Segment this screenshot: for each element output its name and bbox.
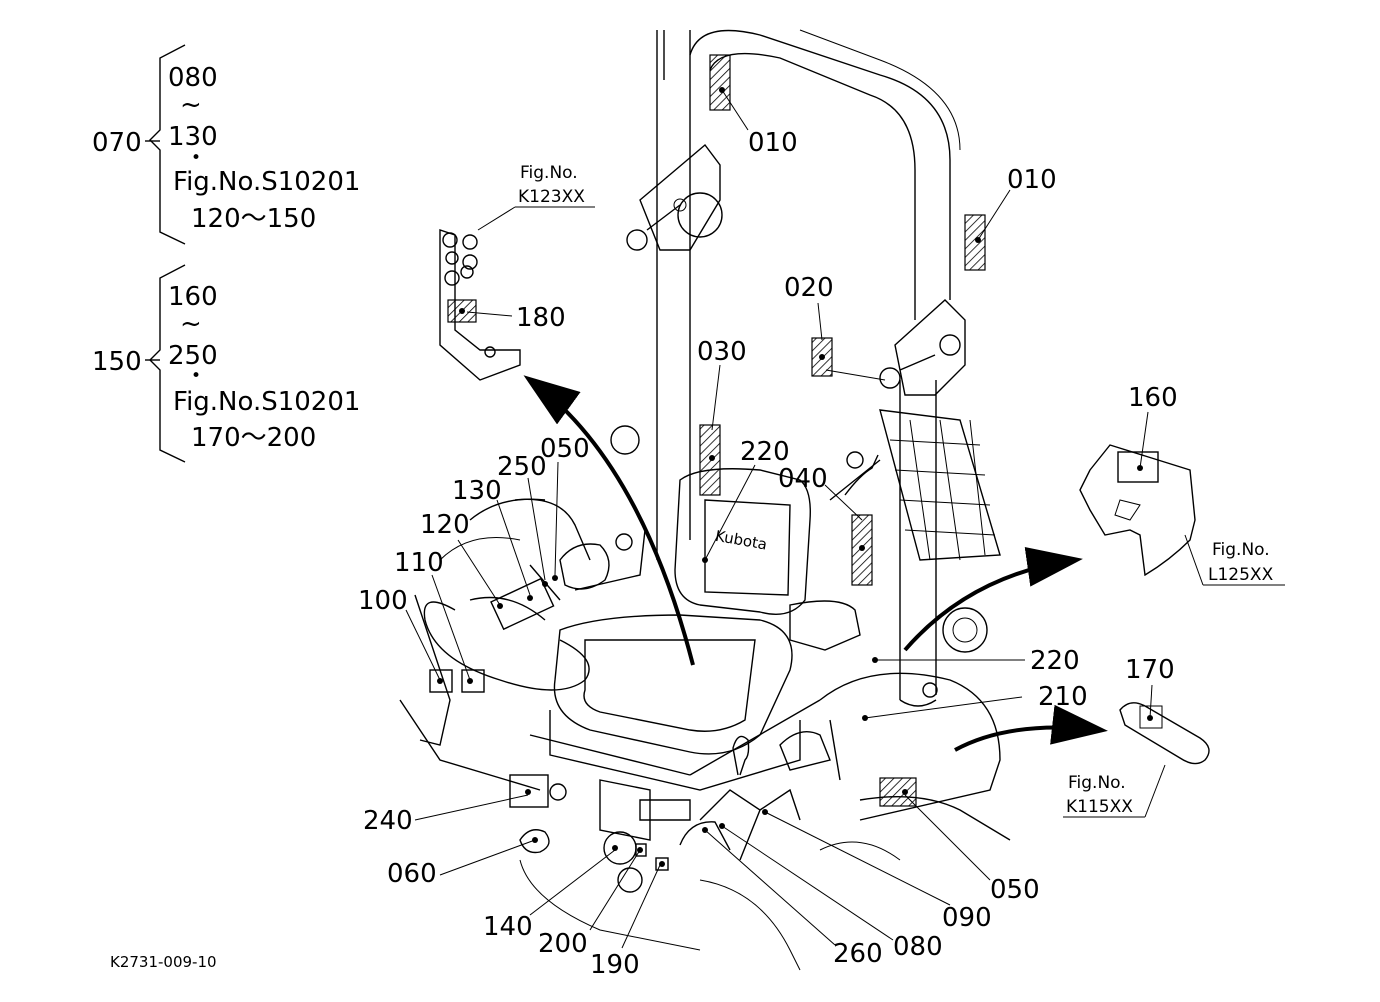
group-070: 070 080 ~ 130 • Fig.No.S10201 120～150: [92, 44, 360, 245]
callout-090: 090: [942, 903, 992, 933]
diagram-code: K2731-009-10: [110, 953, 217, 971]
fig-code: K115XX: [1066, 797, 1133, 817]
callout-200: 200: [538, 929, 588, 959]
leader-dots: [437, 87, 1153, 867]
group-ref-label: 070: [92, 128, 142, 158]
callout-220: 220: [740, 437, 790, 467]
rops-frame: [626, 29, 966, 707]
group-ref-label: 150: [92, 347, 142, 377]
group-dot: •: [191, 148, 201, 168]
callout-250: 250: [497, 452, 547, 482]
group-fig-range: 170～200: [191, 423, 316, 453]
callout-160: 160: [1128, 383, 1178, 413]
group-fig-range: 120～150: [191, 204, 316, 234]
reference-arrows: [523, 375, 1108, 752]
group-fig-number: Fig.No.S10201: [173, 387, 360, 417]
decals: [447, 54, 986, 807]
callout-080: 080: [893, 932, 943, 962]
fig-caption: Fig.No.: [1212, 540, 1270, 560]
arrow-to-k123xx: [523, 375, 695, 666]
callout-120: 120: [420, 510, 470, 540]
group-dot: •: [191, 366, 201, 386]
decal-010-b: [964, 214, 986, 271]
fig-caption: Fig.No.: [1068, 773, 1126, 793]
part-k115xx: Fig.No. K115XX: [1063, 702, 1210, 818]
part-l125xx: Fig.No. L125XX: [1079, 444, 1285, 586]
callout-190: 190: [590, 950, 640, 980]
fig-code: K123XX: [518, 187, 585, 207]
group-fig-number: Fig.No.S10201: [173, 167, 360, 197]
callout-180: 180: [516, 303, 566, 333]
seat-brand-text: Kubota: [714, 527, 769, 554]
callout-030: 030: [697, 337, 747, 367]
rear-fender: [610, 409, 1011, 861]
callout-140: 140: [483, 912, 533, 942]
callout-210: 210: [1038, 682, 1088, 712]
callout-110: 110: [394, 548, 444, 578]
callout-130: 130: [452, 476, 502, 506]
callout-170: 170: [1125, 655, 1175, 685]
arrow-to-l125xx: [903, 547, 1083, 652]
operator-seat: Kubota: [529, 451, 881, 821]
group-range-end: 130: [168, 122, 218, 152]
callout-100: 100: [358, 586, 408, 616]
callout-050: 050: [540, 434, 590, 464]
fig-code: L125XX: [1208, 565, 1274, 585]
callout-040: 040: [778, 464, 828, 494]
group-range-start: 080: [168, 63, 218, 93]
group-tilde: ~: [180, 90, 202, 120]
callout-050: 050: [990, 875, 1040, 905]
callout-010: 010: [1007, 165, 1057, 195]
callout-labels: 010 010 020 030 040 220 050 250 130 120 …: [358, 128, 1178, 980]
group-range-end: 250: [168, 341, 218, 371]
arrow-to-k115xx: [954, 704, 1108, 752]
callout-060: 060: [387, 859, 437, 889]
callout-010: 010: [748, 128, 798, 158]
decal-010-a: [709, 54, 731, 111]
group-range-start: 160: [168, 282, 218, 312]
decal-050: [879, 777, 917, 807]
callout-260: 260: [833, 939, 883, 969]
callout-240: 240: [363, 806, 413, 836]
bracket-k123xx: Fig.No. K123XX: [439, 163, 595, 381]
callout-220: 220: [1030, 646, 1080, 676]
group-150: 150 160 ~ 250 • Fig.No.S10201 170～200: [92, 264, 360, 463]
steering-area: [399, 498, 646, 791]
group-tilde: ~: [180, 309, 202, 339]
callout-020: 020: [784, 273, 834, 303]
fig-caption: Fig.No.: [520, 163, 578, 183]
leader-lines: [405, 89, 1153, 949]
